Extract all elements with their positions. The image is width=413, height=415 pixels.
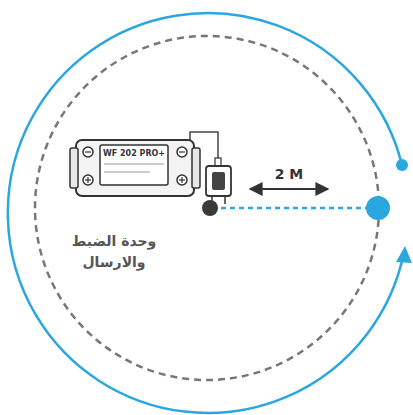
control-unit: [70, 132, 218, 196]
ring-arrowhead: [396, 246, 412, 263]
coverage-ring: [8, 13, 404, 413]
radius-line: [212, 207, 372, 210]
ring-start-dot: [396, 159, 408, 171]
dimension-arrow: [250, 188, 328, 190]
dimension-label: 2 M: [272, 166, 307, 182]
range-end-dot: [366, 196, 390, 220]
unit-label: وحدة الضبط والارسال: [59, 231, 169, 273]
sensor-probe: [206, 158, 231, 204]
center-point: [202, 200, 218, 216]
device-model: WF 202 PRO+: [103, 149, 165, 158]
range-circle: [35, 36, 379, 380]
